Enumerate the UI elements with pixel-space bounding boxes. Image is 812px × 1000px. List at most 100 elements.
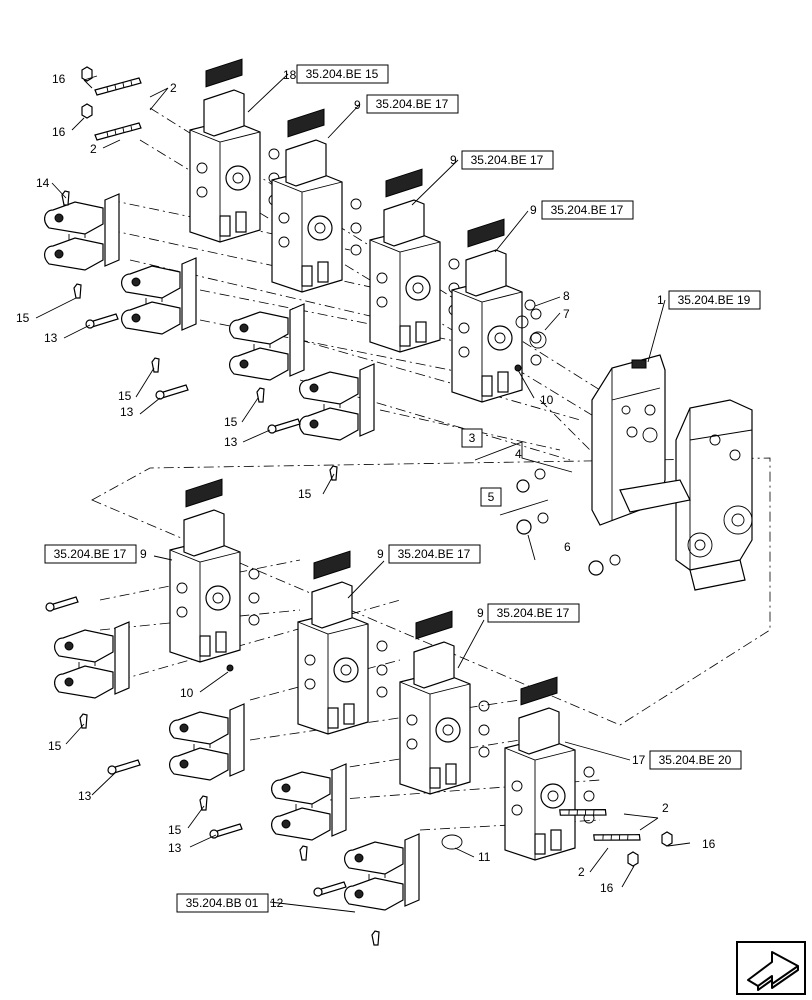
item-box-3: 3 [461,428,483,448]
actuator-upper-1 [44,193,120,271]
valve-section-9c [451,218,542,403]
screw-lower-15a [79,713,88,729]
longbolt-lower-extra [313,881,347,897]
svg-text:16: 16 [702,837,716,851]
longbolt-lower-13a [107,759,141,775]
orings-8-7 [515,299,547,349]
svg-text:13: 13 [120,405,134,419]
screw-lower-extra [299,845,308,861]
svg-text:7: 7 [563,307,570,321]
longbolt-upper-13c [267,418,301,434]
nut-lower-1 [661,831,673,847]
ref-box-9d[interactable]: 35.204.BE 17 [44,544,137,564]
svg-text:2: 2 [662,801,669,815]
valve-section-9b [369,168,460,353]
tie-bolt-lower-2 [591,822,642,853]
ref-box-9b[interactable]: 35.204.BE 17 [461,150,554,170]
svg-text:10: 10 [180,686,194,700]
svg-text:35.204.BE 15: 35.204.BE 15 [306,67,379,81]
plug-near-inlet [588,554,621,576]
actuator-lower-4 [344,833,420,911]
svg-text:9: 9 [354,98,361,112]
valve-section-17 [504,676,595,861]
inlet-cover [591,354,753,591]
plug-10-lower [226,664,234,672]
callouts: 18 9 9 9 1 9 9 9 17 12 16 16 16 16 2 2 2… [16,68,716,910]
svg-text:9: 9 [477,606,484,620]
svg-text:10: 10 [540,393,554,407]
svg-text:16: 16 [52,72,66,86]
plug-10-upper [514,364,522,372]
svg-text:2: 2 [90,142,97,156]
svg-text:16: 16 [600,881,614,895]
svg-text:11: 11 [478,850,491,864]
svg-text:9: 9 [450,153,457,167]
ref-box-9c[interactable]: 35.204.BE 17 [541,200,634,220]
svg-text:16: 16 [52,125,66,139]
screw-upper-15d [329,465,338,481]
svg-text:35.204.BE 17: 35.204.BE 17 [471,153,544,167]
svg-text:15: 15 [224,415,238,429]
next-page-arrow-icon[interactable] [736,941,806,995]
ref-box-18[interactable]: 35.204.BE 15 [296,64,389,84]
svg-text:35.204.BE 19: 35.204.BE 19 [678,293,751,307]
svg-text:8: 8 [563,289,570,303]
screw-upper-15a [73,283,82,299]
ref-box-1[interactable]: 35.204.BE 19 [668,290,761,310]
ref-box-17[interactable]: 35.204.BE 20 [649,750,742,770]
svg-text:9: 9 [140,547,147,561]
ref-box-9a[interactable]: 35.204.BE 17 [366,94,459,114]
ref-box-9e[interactable]: 35.204.BE 17 [388,544,481,564]
oring-11 [441,834,463,850]
valve-section-9f [399,610,490,795]
valve-section-18 [189,58,280,243]
ref-box-12[interactable]: 35.204.BB 01 [176,893,269,913]
dash-lines [91,107,771,831]
ref-box-9f[interactable]: 35.204.BE 17 [487,603,580,623]
actuator-upper-4 [299,363,375,441]
actuator-upper-2 [121,257,197,335]
actuator-lower-3 [271,763,347,841]
svg-text:5: 5 [488,490,495,504]
tie-bolt-upper-2 [94,122,142,141]
svg-text:15: 15 [16,311,30,325]
svg-text:15: 15 [298,487,312,501]
svg-text:35.204.BE 17: 35.204.BE 17 [551,203,624,217]
plug-4 [474,441,573,493]
svg-text:35.204.BE 17: 35.204.BE 17 [398,547,471,561]
longbolt-upper-13a [85,313,119,329]
svg-text:15: 15 [118,389,132,403]
screw-lower-15b [199,795,208,811]
svg-text:35.204.BE 20: 35.204.BE 20 [659,753,732,767]
valve-section-9a [271,108,362,293]
svg-text:2: 2 [578,865,585,879]
svg-text:15: 15 [48,739,62,753]
item-box-5: 5 [480,487,502,507]
plug-6 [499,499,549,535]
svg-text:4: 4 [515,447,522,461]
svg-text:13: 13 [224,435,238,449]
svg-text:1: 1 [657,293,664,307]
nut-upper-2 [81,103,93,119]
svg-text:15: 15 [168,823,182,837]
valve-section-9e [297,550,388,735]
leader-lines [35,73,691,913]
longbolt-lower-top [45,596,79,612]
svg-text:35.204.BB 01: 35.204.BB 01 [186,896,259,910]
screw-upper-15c [256,387,265,403]
actuator-lower-1 [54,621,130,699]
svg-text:2: 2 [170,81,177,95]
svg-text:17: 17 [632,753,646,767]
longbolt-upper-13b [155,384,189,400]
svg-text:9: 9 [530,203,537,217]
nut-lower-2 [627,851,639,867]
svg-text:13: 13 [78,789,92,803]
svg-text:6: 6 [564,540,571,554]
svg-text:14: 14 [36,176,50,190]
svg-text:12: 12 [270,896,284,910]
svg-text:18: 18 [283,68,297,82]
svg-text:35.204.BE 17: 35.204.BE 17 [54,547,127,561]
svg-text:13: 13 [168,841,182,855]
actuator-lower-2 [169,703,245,781]
